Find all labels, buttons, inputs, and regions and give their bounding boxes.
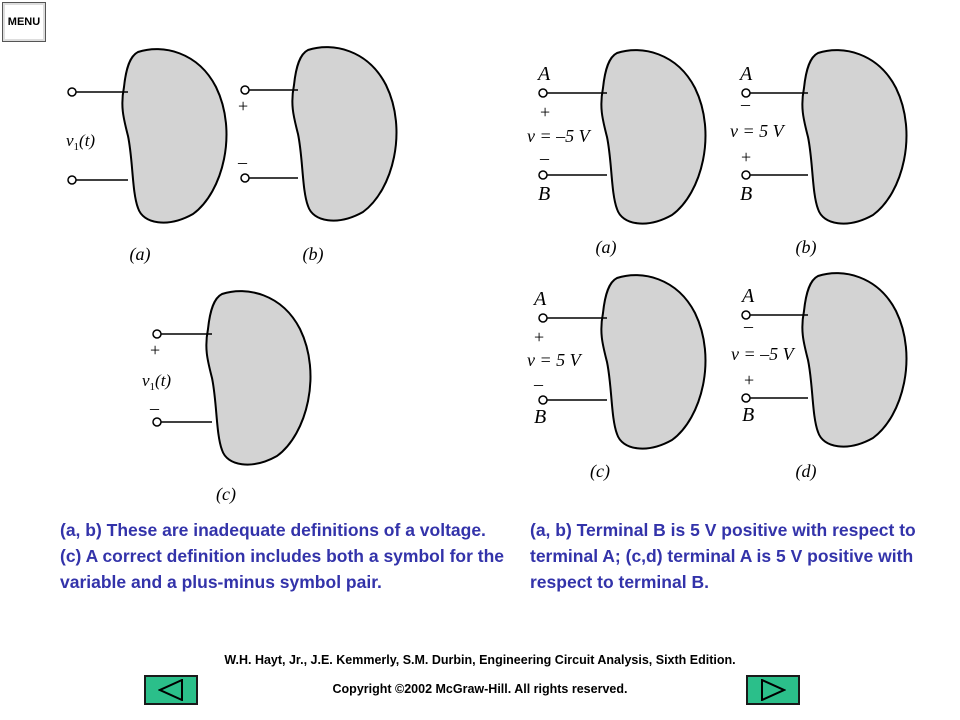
two-terminal-element <box>801 49 908 225</box>
terminal-node <box>152 329 162 339</box>
next-slide-button[interactable] <box>746 675 800 705</box>
terminal-node <box>152 417 162 427</box>
plus-sign: + <box>238 96 248 116</box>
plus-sign: + <box>150 340 160 360</box>
voltage-equation: v = –5 V <box>527 126 592 146</box>
terminal-a-label: A <box>738 63 753 85</box>
terminal-a-label: A <box>536 63 551 85</box>
menu-button[interactable]: MENU <box>2 2 46 42</box>
two-terminal-element <box>291 46 398 222</box>
figure-right-c: A + v = 5 V – B (c) <box>527 274 707 482</box>
voltage-label: v1(t) <box>66 131 95 153</box>
two-terminal-element <box>801 272 908 448</box>
left-caption: (a, b) These are inadequate definitions … <box>60 520 505 592</box>
terminal-node <box>741 170 751 180</box>
figure-label: (b) <box>796 237 817 258</box>
figure-label: (c) <box>216 484 236 505</box>
bottom-polarity-sign: – <box>533 374 544 394</box>
bottom-polarity-sign: + <box>741 147 751 167</box>
minus-sign: – <box>237 152 248 172</box>
figure-right-b: A – v = 5 V + B (b) <box>730 49 908 258</box>
two-terminal-element <box>600 49 707 225</box>
figure-right-a: A + v = –5 V – B (a) <box>527 49 707 258</box>
citation: W.H. Hayt, Jr., J.E. Kemmerly, S.M. Durb… <box>224 653 736 667</box>
top-polarity-sign: + <box>534 327 544 347</box>
minus-sign: – <box>149 398 160 418</box>
figure-label: (a) <box>130 244 151 265</box>
terminal-node <box>538 88 548 98</box>
terminal-a-label: A <box>740 285 755 307</box>
terminal-b-label: B <box>742 404 754 426</box>
copyright: Copyright ©2002 McGraw-Hill. All rights … <box>332 682 628 696</box>
two-terminal-element <box>205 290 312 466</box>
top-polarity-sign: + <box>540 102 550 122</box>
voltage-label: v1(t) <box>142 371 171 393</box>
figure-label: (d) <box>796 461 817 482</box>
figure-right-d: A – v = –5 V + B (d) <box>731 272 908 482</box>
top-polarity-sign: – <box>743 316 754 336</box>
terminal-b-label: B <box>740 183 752 205</box>
top-polarity-sign: – <box>740 94 751 114</box>
voltage-equation: v = –5 V <box>731 344 796 364</box>
terminal-node <box>741 88 751 98</box>
two-terminal-element <box>121 48 228 224</box>
terminal-a-label: A <box>532 288 547 310</box>
terminal-b-label: B <box>538 183 550 205</box>
terminal-b-label: B <box>534 406 546 428</box>
terminal-node <box>538 170 548 180</box>
figures-diagram: v1(t) (a) + – (b) + v1(t) – (c) A + v = … <box>66 46 908 505</box>
terminal-node <box>741 310 751 320</box>
bottom-polarity-sign: + <box>744 370 754 390</box>
terminal-node <box>538 313 548 323</box>
figure-label: (b) <box>303 244 324 265</box>
figure-left-b: + – (b) <box>237 46 398 265</box>
figure-left-c: + v1(t) – (c) <box>142 290 312 505</box>
right-caption: (a, b) Terminal B is 5 V positive with r… <box>530 520 916 592</box>
terminal-node <box>538 395 548 405</box>
two-terminal-element <box>600 274 707 450</box>
right-triangle-icon <box>761 679 786 701</box>
terminal-node <box>67 87 77 97</box>
figure-label: (a) <box>596 237 617 258</box>
voltage-equation: v = 5 V <box>527 350 583 370</box>
figure-label: (c) <box>590 461 610 482</box>
figure-left-a: v1(t) (a) <box>66 48 228 265</box>
previous-slide-button[interactable] <box>144 675 198 705</box>
voltage-equation: v = 5 V <box>730 121 786 141</box>
terminal-node <box>67 175 77 185</box>
terminal-node <box>741 393 751 403</box>
terminal-node <box>240 85 250 95</box>
left-triangle-icon <box>158 679 183 701</box>
terminal-node <box>240 173 250 183</box>
bottom-polarity-sign: – <box>539 148 550 168</box>
